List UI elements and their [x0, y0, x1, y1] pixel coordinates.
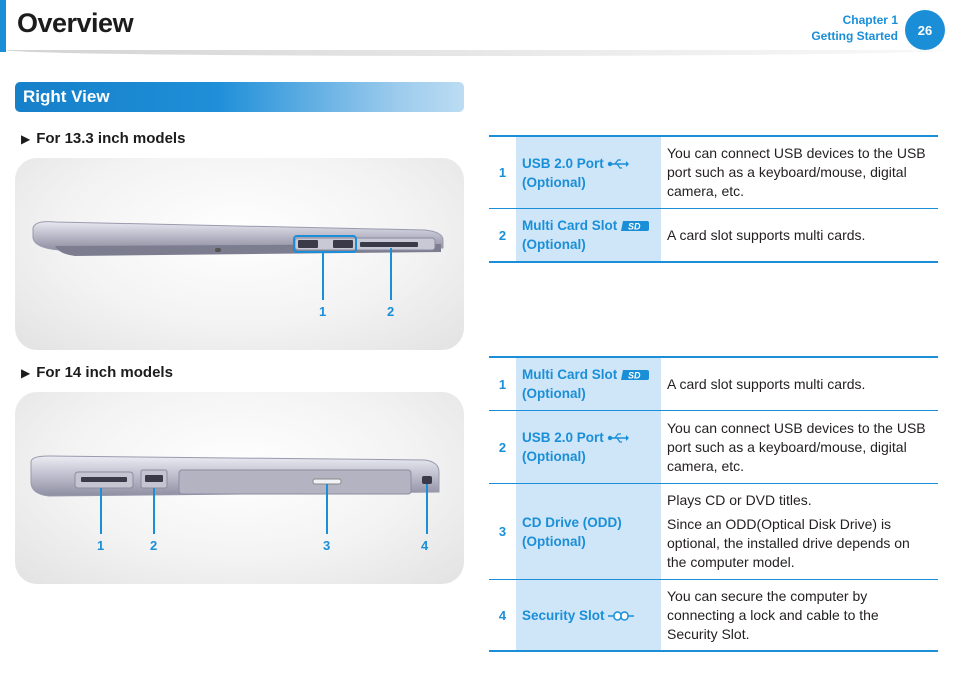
svg-text:SD: SD [628, 371, 641, 381]
sd-card-icon: SD [621, 221, 650, 232]
spec-table-14: 1 Multi Card Slot SD (Optional) A card sl… [489, 356, 938, 652]
row-number: 1 [498, 165, 507, 180]
callout-14-3: 3 [323, 538, 331, 553]
feature-description: You can connect USB devices to the USB p… [661, 411, 938, 483]
feature-optional: (Optional) [522, 533, 586, 549]
table-row: 1 USB 2.0 Port (Optional) You can connec… [489, 137, 938, 209]
chapter-label: Chapter 1 Getting Started [811, 12, 898, 44]
laptop-14-photo: 1 2 3 4 [15, 392, 464, 584]
table-row: 2 USB 2.0 Port (Optional) You can connec… [489, 411, 938, 484]
table-row: 1 Multi Card Slot SD (Optional) A card sl… [489, 358, 938, 411]
feature-name: CD Drive (ODD) [522, 514, 622, 530]
sd-card-icon: SD [621, 370, 650, 381]
section-title: Right View [15, 82, 464, 112]
chapter-name: Getting Started [811, 29, 898, 43]
callout-14-2: 2 [150, 538, 158, 553]
description-text: You can connect USB devices to the USB p… [667, 145, 926, 199]
description-text: Plays CD or DVD titles. [667, 492, 812, 508]
row-number: 4 [498, 607, 507, 623]
header-accent-bar [0, 0, 6, 52]
feature-name-cell: Security Slot [516, 580, 661, 650]
feature-name-cell: USB 2.0 Port (Optional) [516, 411, 661, 483]
callout-14-1: 1 [97, 538, 105, 553]
table-row: 4 Security Slot You can secure the compu… [489, 580, 938, 650]
page-title: Overview [17, 8, 134, 38]
description-text: A card slot supports multi cards. [667, 375, 866, 392]
row-number: 1 [498, 376, 507, 392]
feature-name-cell: CD Drive (ODD) (Optional) [516, 484, 661, 579]
feature-description: A card slot supports multi cards. [661, 209, 938, 261]
laptop-13-photo: 1 2 [15, 158, 464, 350]
feature-name: Security Slot [522, 607, 605, 623]
arrow-right-icon: ▶ [21, 132, 31, 146]
row-number: 2 [498, 439, 507, 455]
header-divider [6, 50, 946, 56]
feature-description: Plays CD or DVD titles. Since an ODD(Opt… [661, 484, 938, 579]
description-text: A card slot supports multi cards. [667, 226, 866, 243]
feature-optional: (Optional) [522, 237, 586, 252]
arrow-right-icon: ▶ [21, 366, 31, 380]
feature-description: You can secure the computer by connectin… [661, 580, 938, 650]
page-number-badge: 26 [905, 10, 945, 50]
feature-name: USB 2.0 Port [522, 155, 604, 171]
row-number: 2 [498, 227, 507, 243]
description-text: You can secure the computer by connectin… [667, 587, 879, 642]
feature-description: A card slot supports multi cards. [661, 358, 938, 410]
model-13-heading: ▶ For 13.3 inch models [21, 130, 185, 147]
feature-name: Multi Card Slot [522, 367, 618, 382]
description-text: Since an ODD(Optical Disk Drive) is opti… [667, 516, 910, 570]
feature-name-cell: Multi Card Slot SD (Optional) [516, 358, 661, 410]
table-row: 2 Multi Card Slot SD (Optional) A card sl… [489, 209, 938, 261]
feature-name: Multi Card Slot [522, 218, 618, 233]
lock-slot-icon [607, 611, 634, 621]
callout-13-1: 1 [319, 304, 327, 319]
table-row: 3 CD Drive (ODD) (Optional) Plays CD or … [489, 484, 938, 580]
usb-icon [607, 159, 629, 169]
feature-description: You can connect USB devices to the USB p… [661, 137, 938, 208]
feature-optional: (Optional) [522, 386, 586, 401]
svg-text:SD: SD [628, 222, 641, 232]
chapter-number: Chapter 1 [842, 13, 898, 27]
model-14-heading-text: For 14 inch models [36, 364, 173, 381]
feature-name-cell: Multi Card Slot SD (Optional) [516, 209, 661, 261]
spec-table-13: 1 USB 2.0 Port (Optional) You can connec… [489, 135, 938, 263]
usb-icon [607, 433, 629, 444]
model-13-heading-text: For 13.3 inch models [36, 130, 186, 147]
laptop-14-illustration [30, 455, 440, 534]
feature-name: USB 2.0 Port [522, 430, 604, 445]
callout-14-4: 4 [421, 538, 429, 553]
model-14-heading: ▶ For 14 inch models [21, 364, 173, 381]
feature-optional: (Optional) [522, 174, 586, 190]
description-text: You can connect USB devices to the USB p… [667, 419, 926, 474]
feature-name-cell: USB 2.0 Port (Optional) [516, 137, 661, 208]
feature-optional: (Optional) [522, 449, 586, 464]
row-number: 3 [498, 524, 507, 539]
callout-13-2: 2 [387, 304, 395, 319]
laptop-13-illustration [32, 221, 444, 300]
